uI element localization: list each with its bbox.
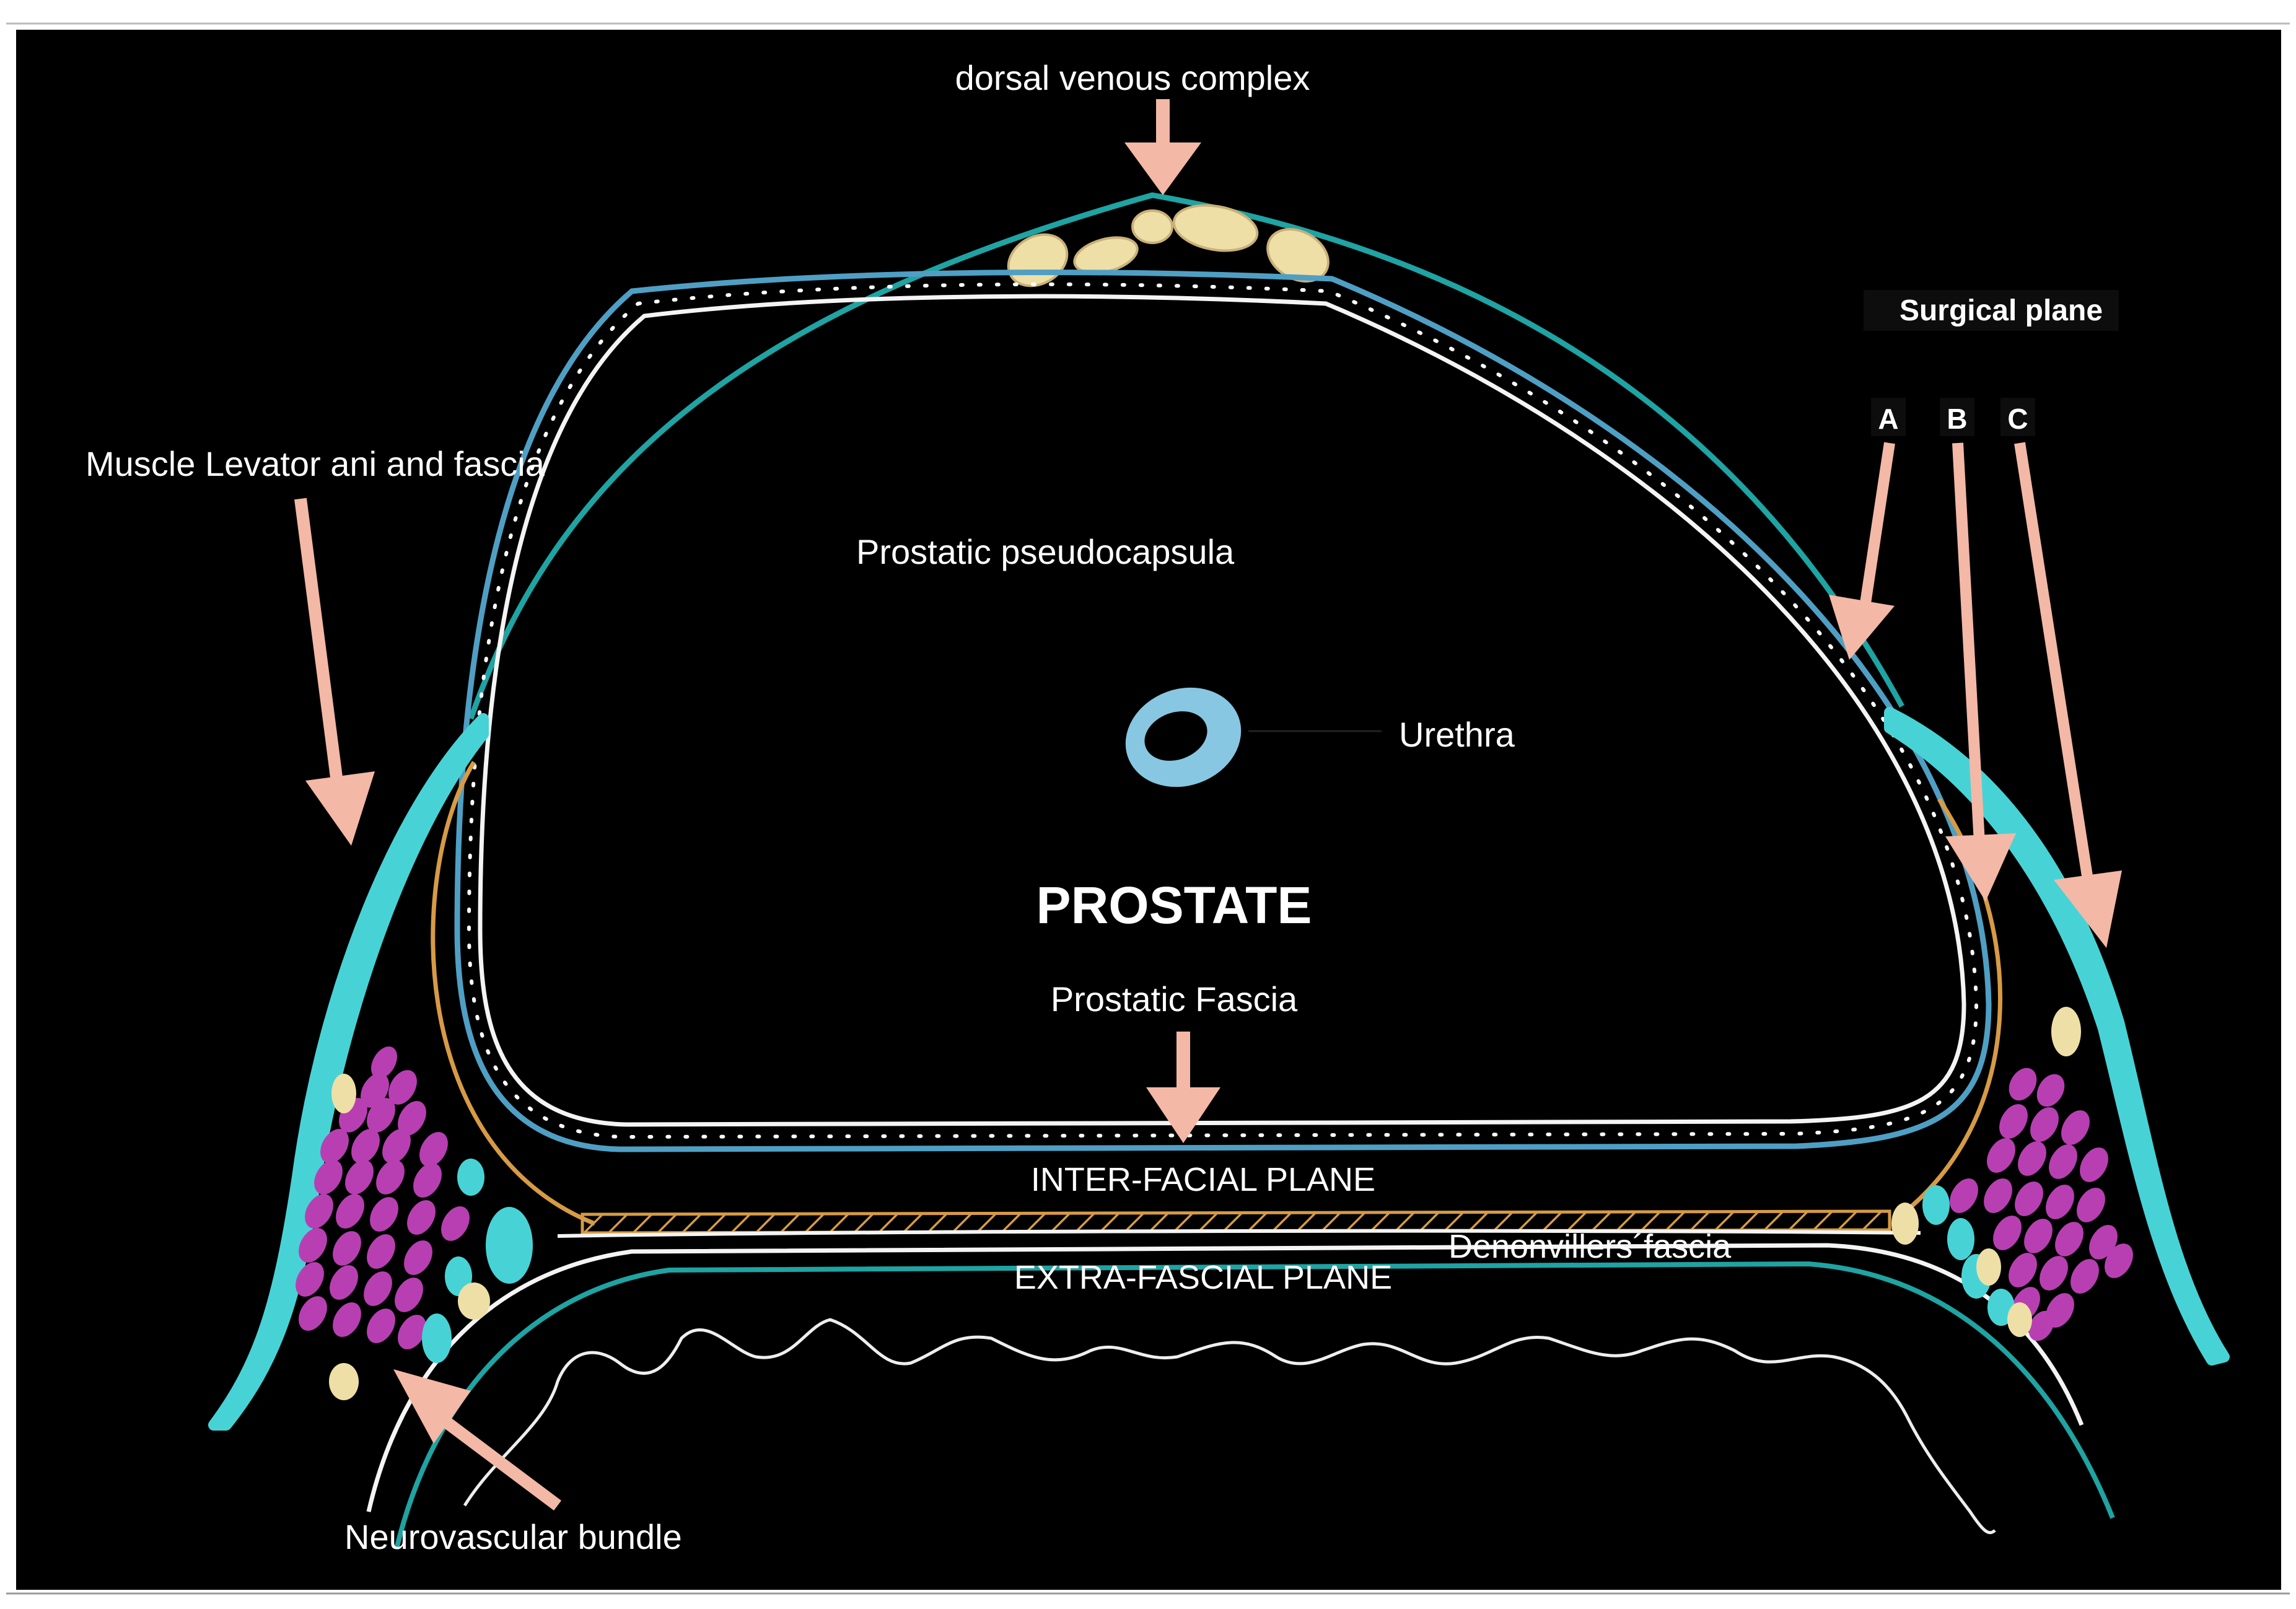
label-prostate: PROSTATE	[1036, 876, 1312, 934]
denonvilliers-white-line	[557, 1229, 1921, 1238]
label-prostatic-fascia: Prostatic Fascia	[1051, 980, 1298, 1019]
label-denonvilliers-fascia: Denonvillers´fascia	[1448, 1228, 1732, 1265]
arrow-neurovascular-bundle	[393, 1369, 561, 1510]
arrow-dorsal-venous-complex	[1124, 99, 1201, 195]
denonvilliers-fascia-band	[581, 1209, 1891, 1235]
label-prostatic-pseudocapsula: Prostatic pseudocapsula	[856, 532, 1235, 571]
arrow-levator-ani	[294, 498, 375, 846]
urethra	[1125, 687, 1242, 787]
prostatic-pseudocapsula-outline	[478, 294, 1966, 1127]
arrow-plane-c	[2014, 442, 2122, 948]
label-neurovascular-bundle: Neurovascular bundle	[344, 1517, 682, 1556]
label-plane-b: B	[1947, 403, 1967, 435]
black-panel	[16, 30, 2281, 1590]
surgical-plane-box	[1864, 290, 2119, 331]
arrow-plane-b	[1945, 442, 2016, 901]
outer-fascia-dome	[468, 192, 1904, 720]
label-plane-a: A	[1878, 403, 1898, 435]
rectal-mucosa-line	[463, 1318, 1996, 1535]
pseudocapsula-dots	[467, 282, 1979, 1139]
levator-ani-left	[208, 713, 489, 1431]
label-plane-c: C	[2007, 403, 2028, 435]
arrow-plane-a	[1829, 442, 1895, 660]
label-urethra: Urethra	[1399, 715, 1515, 754]
arrows	[294, 99, 2122, 1510]
neurovascular-bundle-right	[1891, 1007, 2133, 1341]
label-muscle-levator: Muscle Levator ani and fascia	[85, 444, 545, 483]
dorsal-venous-complex	[1007, 204, 1330, 287]
arrow-prostatic-fascia	[1146, 1032, 1220, 1143]
label-inter-facial-plane: INTER-FACIAL PLANE	[1031, 1161, 1375, 1198]
label-dorsal-venous-complex: dorsal venous complex	[955, 58, 1310, 97]
plane-c-box	[2000, 398, 2035, 436]
plane-b-box	[1940, 398, 1974, 436]
neurovascular-bundle-left	[296, 1046, 533, 1400]
label-surgical-plane: Surgical plane	[1899, 294, 2103, 327]
label-extra-fascial-plane: EXTRA-FASCIAL PLANE	[1014, 1259, 1392, 1296]
plane-a-box	[1871, 398, 1906, 436]
